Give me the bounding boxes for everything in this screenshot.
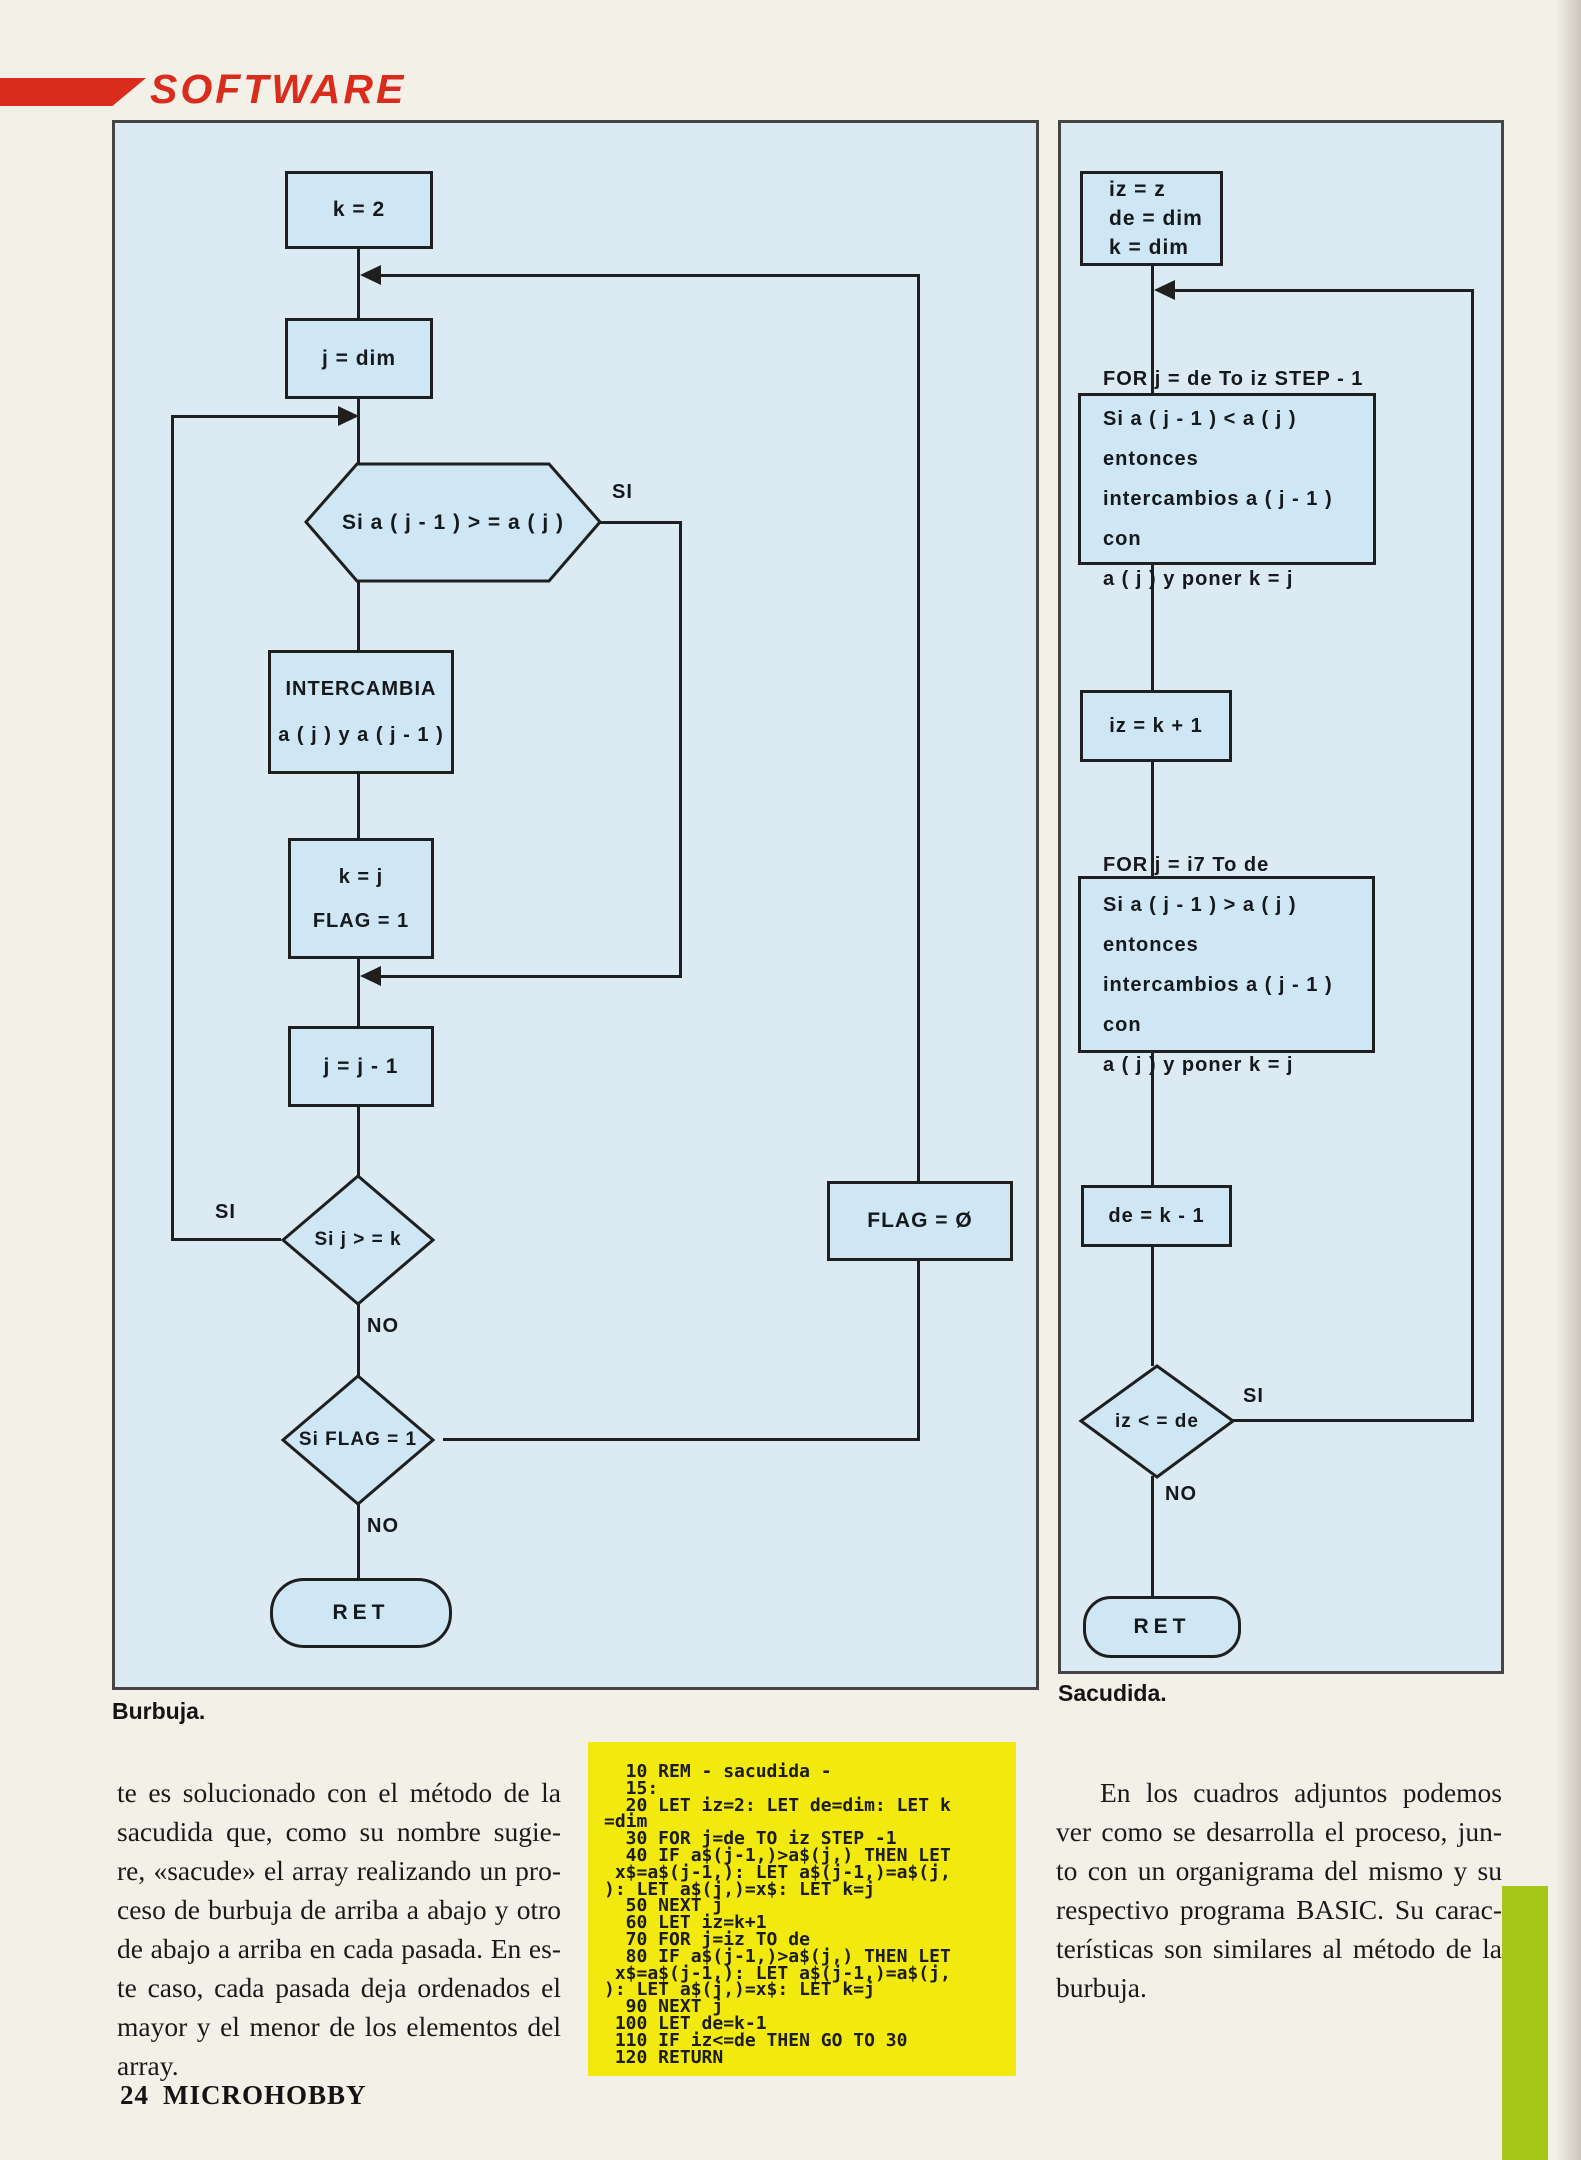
connector-line [1151,1241,1154,1366]
connector-line [357,1504,360,1578]
decision-diamond-flag [280,1374,436,1506]
flowchart-burbuja: k = 2 j = dim Si a ( j - 1 ) > = a ( j )… [112,120,1039,1690]
connector-line [1233,1419,1474,1422]
terminator-label: RET [1133,1615,1191,1638]
connector-line [917,274,920,1441]
magazine-name: MICROHOBBY [163,2080,367,2110]
box-label: FLAG = Ø [867,1209,973,1232]
connector-line [357,393,360,466]
box-label: de = k - 1 [1108,1205,1205,1227]
page-footer: 24 MICROHOBBY [120,2080,367,2111]
branch-label-no: NO [367,1515,399,1537]
connector-line [357,243,360,318]
flowchart-box-dek: de = k - 1 [1081,1185,1232,1247]
decision-hexagon [304,462,602,583]
connector-line [377,975,682,978]
connector-line [1151,1053,1154,1185]
connector-line [1165,289,1474,292]
diamond-condition: iz < = de [1115,1410,1199,1432]
terminator-ret: RET [1083,1596,1241,1658]
connector-line [369,274,919,277]
branch-label-si: SI [1243,1385,1264,1407]
connector-line [1151,565,1154,690]
terminator-ret: RET [270,1578,452,1648]
terminator-label: RET [332,1601,390,1624]
page-number: 24 [120,2080,149,2110]
green-sidebar [1502,1886,1548,2160]
section-label: SOFTWARE [150,66,407,112]
connector-line [171,415,174,1241]
branch-label-si: SI [612,481,633,503]
box-label: j = j - 1 [323,1054,399,1078]
decision-diamond-izde [1078,1364,1236,1479]
connector-line [357,1304,360,1376]
connector-line [357,768,360,838]
flowchart-box-flag0: FLAG = Ø [827,1181,1013,1261]
connector-line [600,521,682,524]
box-label: iz = k + 1 [1109,715,1203,737]
page-edge [1556,0,1581,2160]
flow-arrowhead [360,966,381,986]
connector-line [1151,266,1154,393]
flow-arrowhead [1154,280,1175,300]
branch-label-no: NO [367,1315,399,1337]
branch-label-no: NO [1165,1483,1197,1505]
flow-arrowhead [338,406,359,426]
branch-label-si: SI [215,1201,236,1223]
connector-line [679,521,682,977]
basic-listing-box: 10 REM - sacudida - 15: 20 LET iz=2: LET… [588,1742,1016,2076]
decision-diamond-jk [280,1174,436,1306]
connector-line [171,1238,281,1241]
diamond-condition: Si FLAG = 1 [298,1429,418,1450]
hexagon-condition: Si a ( j - 1 ) > = a ( j ) [341,510,565,534]
box-label: k = 2 [332,198,386,221]
connector-line [171,415,343,418]
flowchart-box-jdim: j = dim [285,318,433,399]
flowchart-box-jdec: j = j - 1 [288,1026,434,1107]
box-label: j = dim [321,346,397,370]
connector-line [357,953,360,1026]
basic-listing: 10 REM - sacudida - 15: 20 LET iz=2: LET… [604,1761,951,2068]
section-banner-shape [0,78,146,106]
diamond-condition: Si j > = k [314,1229,402,1250]
connector-line [443,1438,920,1441]
connector-line [1151,756,1154,876]
connector-line [1471,289,1474,1422]
flowchart-box-izk: iz = k + 1 [1080,690,1232,762]
connector-line [357,1101,360,1176]
connector-line [1151,1476,1154,1596]
flow-arrowhead [360,265,381,285]
caption-burbuja: Burbuja. [112,1698,206,1724]
caption-sacudida: Sacudida. [1058,1680,1167,1706]
connector-line [357,579,360,650]
flowchart-box-k2: k = 2 [285,171,433,249]
